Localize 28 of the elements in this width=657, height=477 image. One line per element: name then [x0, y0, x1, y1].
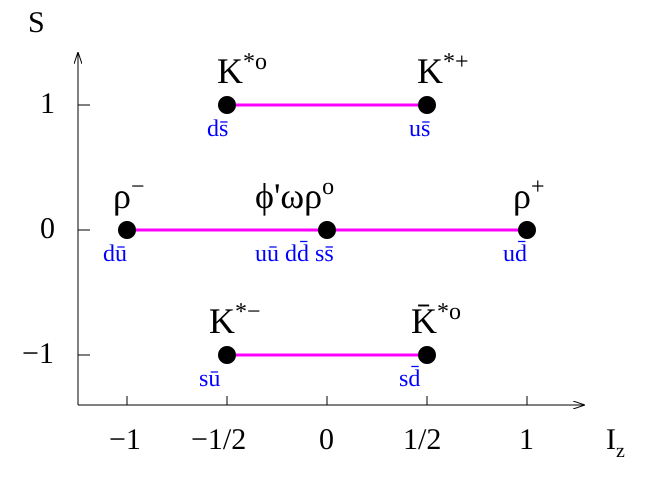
- axis-title: I$_{z}$: [606, 425, 625, 458]
- axis-title: S: [28, 8, 45, 38]
- tick-label: 1: [519, 425, 534, 455]
- quark-content: sd̄: [399, 368, 420, 390]
- particle-symbol: K̄$^{*o}$: [411, 303, 461, 343]
- quark-content: dū: [103, 243, 127, 265]
- tick-label: 1: [40, 89, 55, 119]
- quark-content: uū dd̄ ss̄: [255, 243, 334, 265]
- particle-symbol: ρ$^{+}$: [513, 178, 545, 218]
- particle-symbol: K$^{*+}$: [417, 53, 469, 93]
- quark-content: ud̄: [503, 243, 527, 265]
- tick-label: 0: [40, 214, 55, 244]
- connecting-line: [336, 228, 518, 232]
- particle-symbol: ρ$^{−}$: [113, 178, 145, 218]
- connecting-line: [136, 228, 318, 232]
- quark-content: us̄: [409, 118, 430, 140]
- particle-symbol: K$^{*−}$: [209, 303, 261, 343]
- tick-label: −1: [22, 339, 54, 369]
- quark-content: sū: [199, 368, 220, 390]
- tick-label: −1/2: [191, 425, 246, 455]
- tick-label: 0: [319, 425, 334, 455]
- connecting-line: [236, 104, 418, 106]
- tick-label: −1: [109, 425, 141, 455]
- quark-content: ds̄: [207, 118, 228, 140]
- particle-symbol: ϕ'ωρ$^{o}$: [255, 178, 334, 218]
- connecting-line: [236, 354, 418, 356]
- particle-symbol: K$^{*o}$: [217, 53, 267, 93]
- tick-label: 1/2: [403, 425, 442, 455]
